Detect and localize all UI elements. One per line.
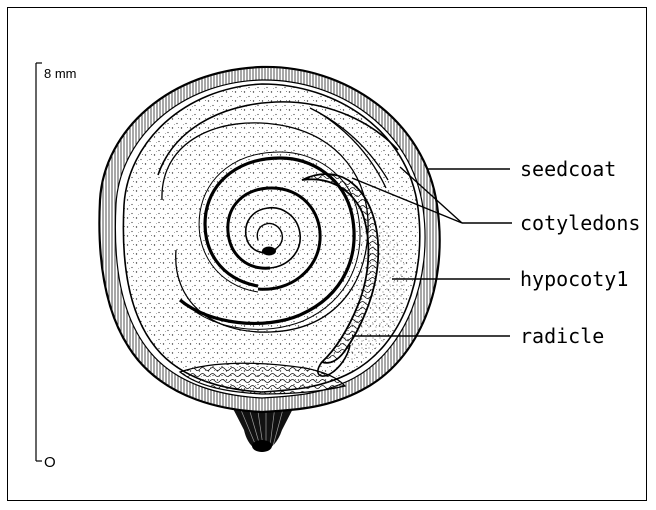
scale-top-label: 8 mm xyxy=(44,66,77,81)
label-cotyledons: cotyledons xyxy=(520,211,640,235)
label-hypocotyl: hypocoty1 xyxy=(520,267,628,291)
label-seedcoat: seedcoat xyxy=(520,157,616,181)
label-radicle: radicle xyxy=(520,324,604,348)
spiral-center xyxy=(262,247,276,256)
scale-bottom-label: O xyxy=(44,454,56,471)
scale-bar: 8 mm O xyxy=(36,63,77,471)
